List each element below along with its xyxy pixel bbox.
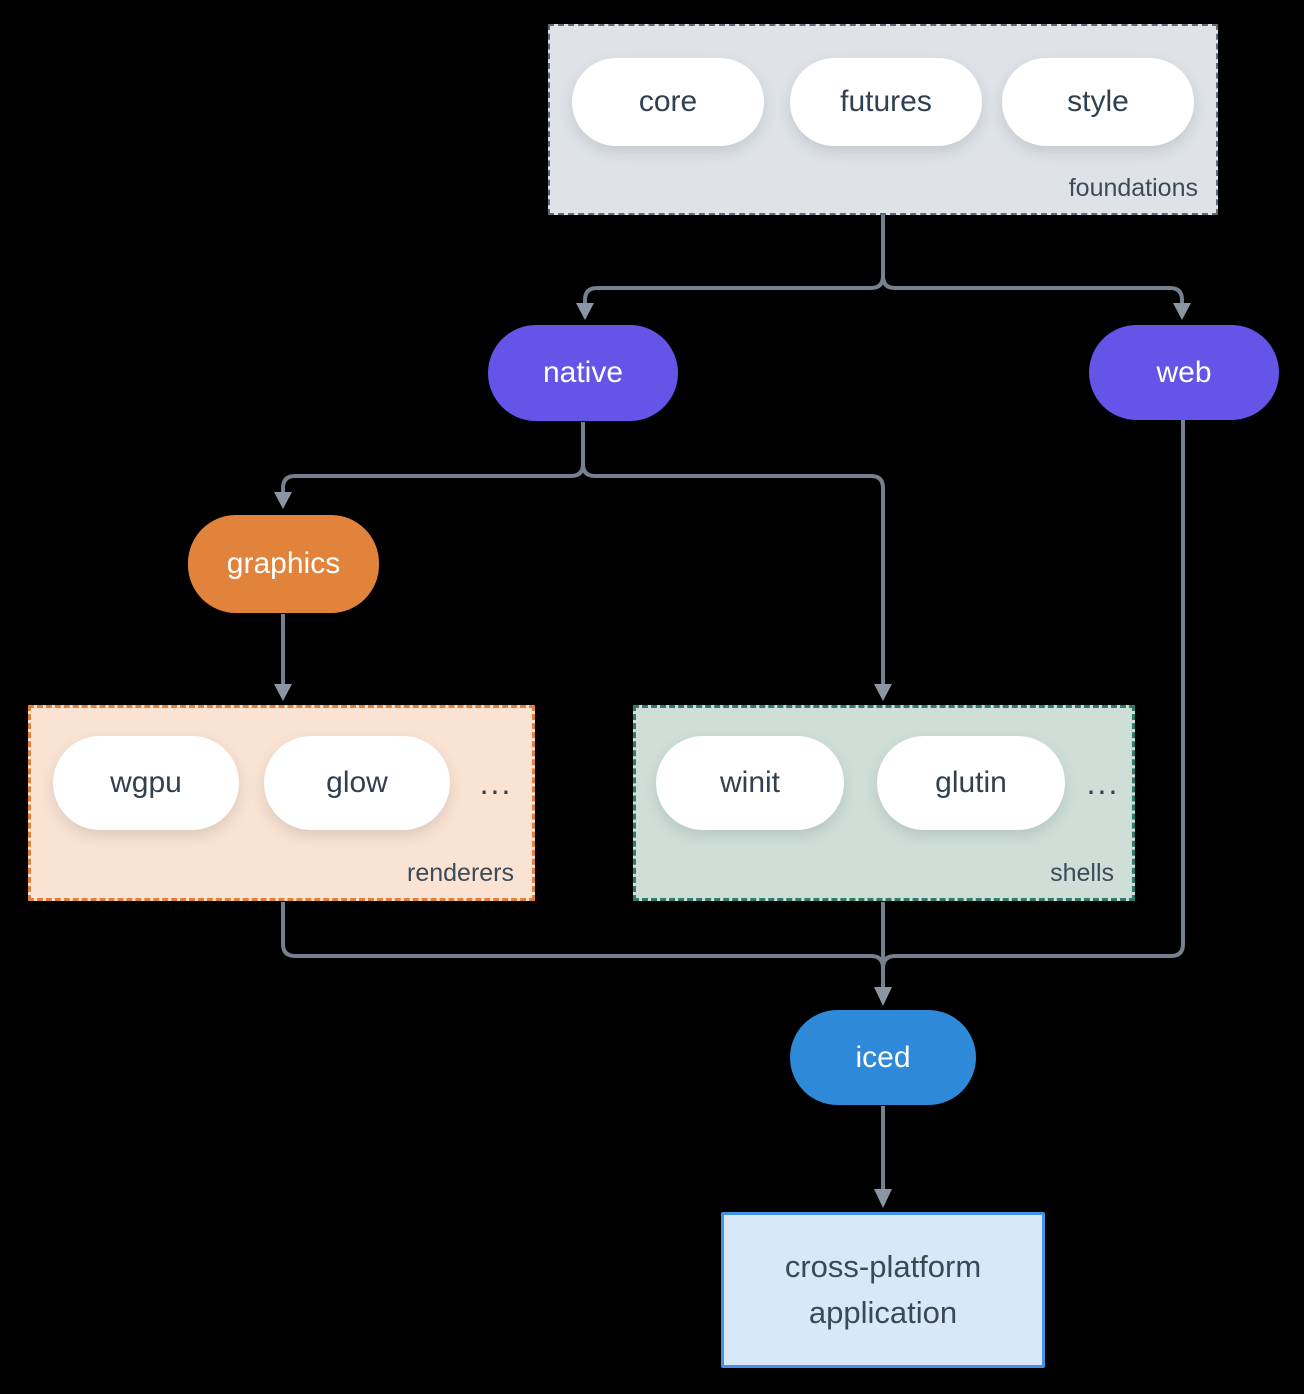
arrowhead-application — [874, 1189, 892, 1208]
edge-foundations-to-native — [583, 275, 885, 304]
shells-group: winit glutin ... shells — [633, 705, 1135, 901]
arrowhead-graphics — [274, 492, 292, 509]
arrowhead-shells — [874, 684, 892, 701]
node-native: native — [488, 325, 678, 421]
pill-futures: futures — [790, 58, 982, 146]
renderers-ellipsis: ... — [479, 764, 513, 801]
pill-style: style — [1002, 58, 1194, 146]
node-iced: iced — [790, 1010, 976, 1105]
renderers-group: wgpu glow ... renderers — [28, 705, 535, 901]
renderers-label: renderers — [407, 859, 514, 887]
arrowhead-web — [1173, 303, 1191, 320]
foundations-group: core futures style foundations — [548, 24, 1218, 215]
pill-winit: winit — [656, 736, 844, 830]
edge-foundations-to-web — [881, 275, 1184, 304]
foundations-label: foundations — [1068, 174, 1198, 202]
shells-ellipsis: ... — [1086, 764, 1120, 801]
shells-label: shells — [1050, 859, 1114, 887]
pill-wgpu: wgpu — [53, 736, 239, 830]
arrowhead-native — [576, 303, 594, 320]
node-web: web — [1089, 325, 1279, 420]
edge-native-to-shells — [581, 463, 885, 684]
pill-glow: glow — [264, 736, 450, 830]
edge-native-to-graphics — [281, 463, 585, 493]
pill-glutin: glutin — [877, 736, 1065, 830]
node-graphics: graphics — [188, 515, 379, 613]
arrowhead-iced — [874, 987, 892, 1006]
node-cross-platform-application: cross-platform application — [721, 1212, 1045, 1368]
arrowhead-renderers — [274, 684, 292, 701]
edge-renderers-to-merge — [281, 902, 885, 969]
pill-core: core — [572, 58, 764, 146]
